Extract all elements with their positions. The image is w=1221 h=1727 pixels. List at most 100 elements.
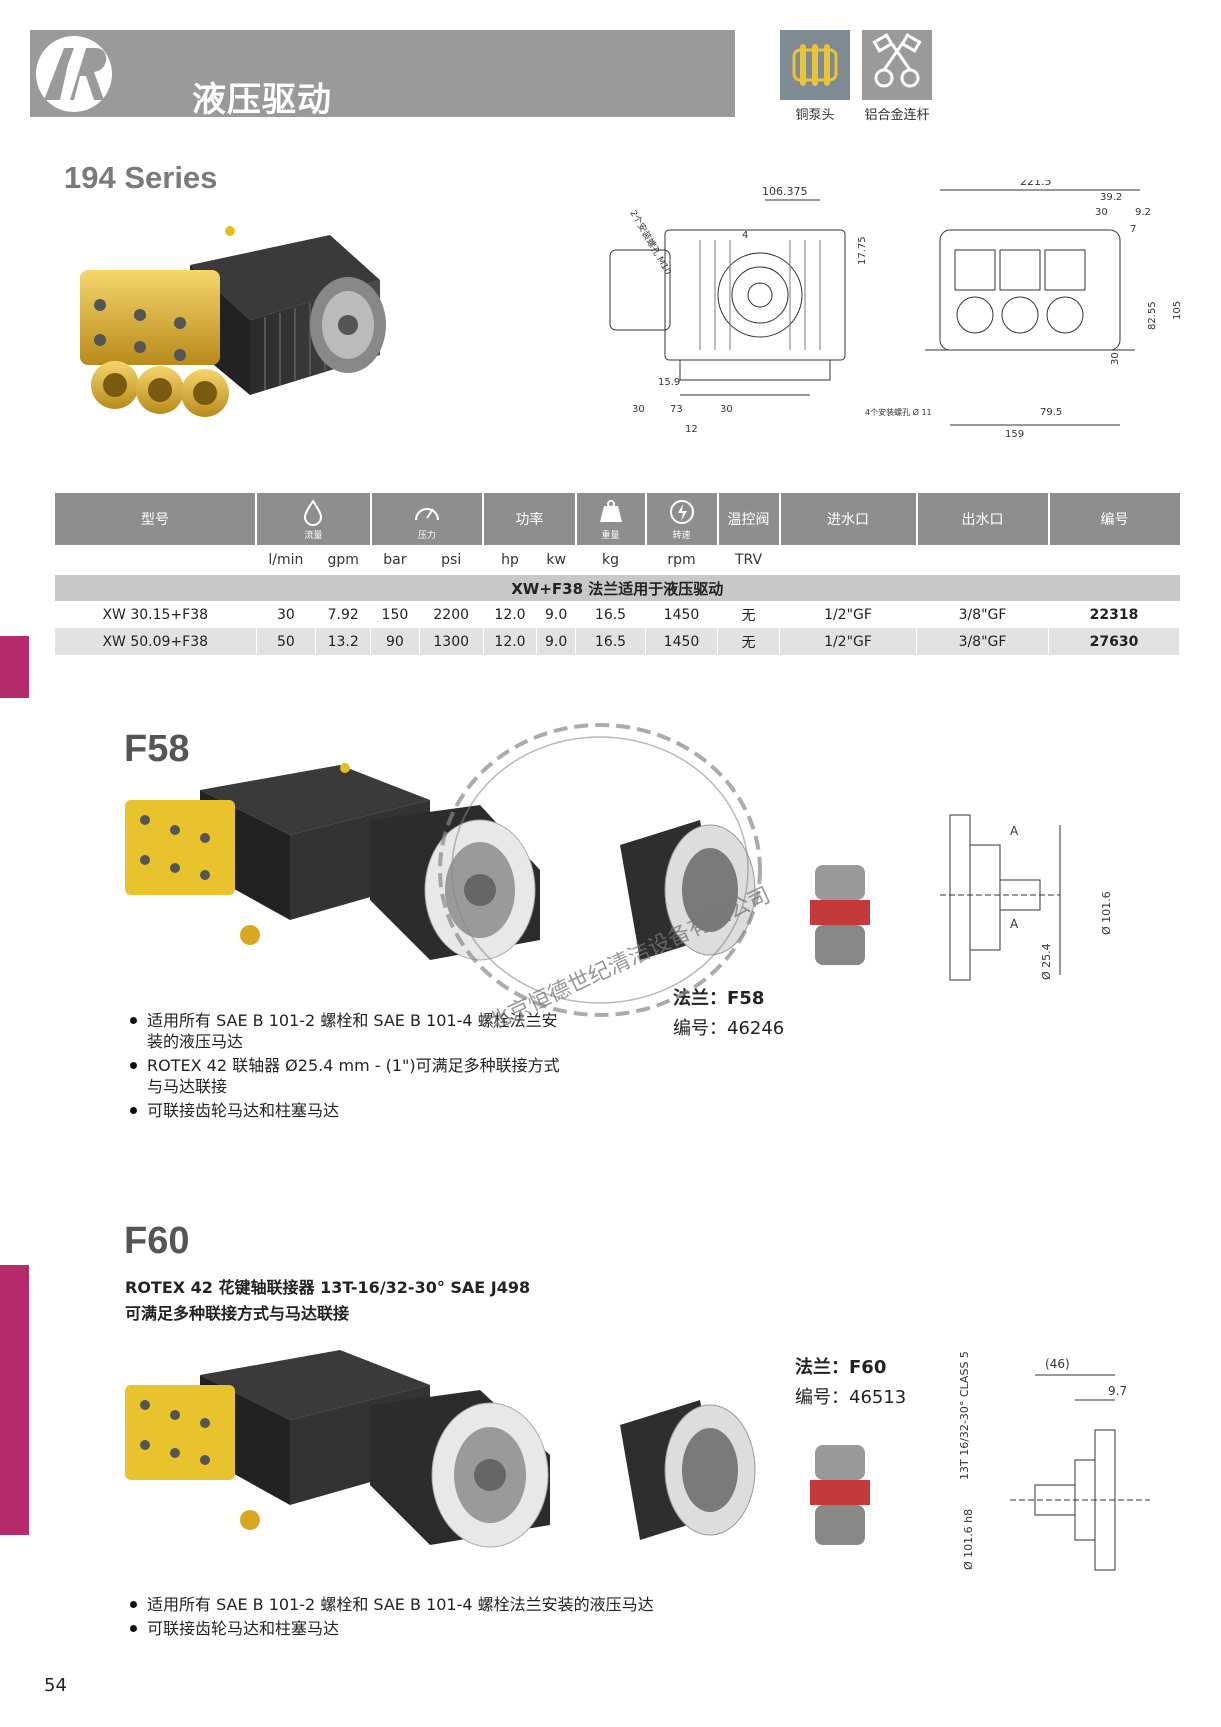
table-header-row: 型号 流量 压力 功率 重量 转速 温控阀 进水口 出水口 编号 xyxy=(55,493,1180,545)
unit: rpm xyxy=(667,552,696,568)
th-trv: 温控阀 xyxy=(717,493,781,545)
cell-hp: 12.0 xyxy=(483,601,538,628)
table-row: XW 50.09+F38 50 13.2 90 1300 12.0 9.0 16… xyxy=(55,628,1180,655)
f60-pump-photo xyxy=(120,1345,560,1575)
flange-value: F60 xyxy=(849,1357,887,1378)
feature-label-copper: 铜泵头 xyxy=(795,108,835,123)
dim-text: 17.75 xyxy=(857,236,868,265)
f60-flange-photo xyxy=(610,1395,810,1545)
table-row: XW 30.15+F38 30 7.92 150 2200 12.0 9.0 1… xyxy=(55,601,1180,628)
dim-text: 39.2 xyxy=(1100,192,1122,203)
list-item: ROTEX 42 联轴器 Ø25.4 mm - (1")可满足多种联接方式与马达… xyxy=(125,1055,565,1097)
cell-trv: 无 xyxy=(717,601,780,628)
cell-model: XW 30.15+F38 xyxy=(55,601,257,628)
f60-subtitle-line: ROTEX 42 花键轴联接器 13T-16/32-30° SAE J498 xyxy=(125,1278,531,1297)
cell-inlet: 1/2"GF xyxy=(779,601,917,628)
cell-gpm: 7.92 xyxy=(315,601,372,628)
cell-gpm: 13.2 xyxy=(315,628,372,655)
feature-label-aluminum: 铝合金连杆 xyxy=(864,108,930,123)
speed-icon xyxy=(669,499,694,524)
dim-text: 9.2 xyxy=(1135,207,1151,218)
unit: hp xyxy=(501,552,519,568)
dim-text: 15.9 xyxy=(658,377,680,388)
cell-psi: 1300 xyxy=(419,628,484,655)
dim-text: 30 xyxy=(1095,207,1108,218)
cell-outlet: 3/8"GF xyxy=(916,601,1049,628)
cell-lmin: 30 xyxy=(256,601,317,628)
th-speed-label: 转速 xyxy=(672,530,691,541)
th-weight-label: 重量 xyxy=(601,530,620,541)
f58-flange-photo xyxy=(610,815,810,965)
dim-note: 2个安装螺孔 M10 xyxy=(627,208,674,277)
f58-flange-info: 法兰：F58 编号：46246 xyxy=(673,984,784,1044)
dim-text: 79.5 xyxy=(1040,407,1062,418)
code-label: 编号： xyxy=(795,1387,849,1408)
th-pressure-label: 压力 xyxy=(417,530,436,541)
unit: gpm xyxy=(327,552,359,568)
unit: kg xyxy=(602,552,619,568)
side-tab xyxy=(0,636,29,698)
th-power: 功率 xyxy=(483,493,577,545)
group-label: XW+F38 法兰适用于液压驱动 xyxy=(55,575,1180,601)
f58-coupling-photo xyxy=(800,860,880,970)
cell-lmin: 50 xyxy=(256,628,317,655)
flange-value: F58 xyxy=(727,988,765,1009)
unit: TRV xyxy=(734,552,763,568)
dim-text: 30 xyxy=(1110,352,1121,365)
list-item: 可联接齿轮马达和柱塞马达 xyxy=(125,1618,825,1639)
th-pressure: 压力 xyxy=(370,493,485,545)
dim-text: 12 xyxy=(685,424,698,435)
cell-inlet: 1/2"GF xyxy=(779,628,917,655)
dim-text: 9.7 xyxy=(1108,1384,1127,1398)
cell-code: 27630 xyxy=(1048,628,1180,655)
dim-text: 7 xyxy=(1130,224,1136,235)
spec-table: 型号 流量 压力 功率 重量 转速 温控阀 进水口 出水口 编号 l/min g… xyxy=(55,493,1180,655)
dim-text: Ø 101.6 xyxy=(1100,891,1113,935)
th-weight: 重量 xyxy=(575,493,647,545)
dim-text: A xyxy=(1010,917,1019,931)
th-flow-label: 流量 xyxy=(304,530,323,541)
cell-psi: 2200 xyxy=(419,601,484,628)
side-tab xyxy=(0,1265,29,1535)
stamp-text: 北京恒德世纪清洁设备有限公司 xyxy=(485,883,775,1036)
dim-text: 30 xyxy=(632,404,645,415)
brand-logo xyxy=(30,30,118,117)
cell-kw: 9.0 xyxy=(536,628,576,655)
cell-bar: 90 xyxy=(370,628,420,655)
dim-text: 13T 16/32-30° CLASS 5 xyxy=(958,1351,971,1480)
cell-code: 22318 xyxy=(1048,601,1180,628)
cell-kw: 9.0 xyxy=(536,601,576,628)
unit: psi xyxy=(441,552,462,568)
f58-pump-photo xyxy=(120,760,550,990)
th-code: 编号 xyxy=(1048,493,1180,545)
copper-pump-head-icon xyxy=(780,30,850,100)
dim-text: Ø 101.6 h8 xyxy=(962,1509,975,1570)
list-item: 可联接齿轮马达和柱塞马达 xyxy=(125,1100,565,1121)
f58-dimension-drawing: A A Ø 101.6 Ø 25.4 xyxy=(940,810,1140,990)
dim-text: 82.55 xyxy=(1147,301,1158,330)
cell-trv: 无 xyxy=(717,628,780,655)
code-value: 46513 xyxy=(849,1387,907,1408)
cell-kg: 16.5 xyxy=(575,601,646,628)
th-inlet: 进水口 xyxy=(779,493,918,545)
dim-text: A xyxy=(1010,824,1019,838)
weight-icon xyxy=(599,499,622,522)
dim-text: 159 xyxy=(1005,429,1024,440)
company-stamp: 北京恒德世纪清洁设备有限公司 xyxy=(420,690,780,1050)
f60-coupling-photo xyxy=(800,1440,880,1550)
code-label: 编号： xyxy=(673,1018,727,1039)
dim-text: 73 xyxy=(670,404,683,415)
th-outlet: 出水口 xyxy=(916,493,1050,545)
cell-hp: 12.0 xyxy=(483,628,538,655)
f60-bullet-list: 适用所有 SAE B 101-2 螺栓和 SAE B 101-4 螺栓法兰安装的… xyxy=(125,1594,825,1642)
dim-text: 221.5 xyxy=(1020,180,1052,188)
dim-text: (46) xyxy=(1045,1357,1070,1371)
cell-bar: 150 xyxy=(370,601,420,628)
list-item: 适用所有 SAE B 101-2 螺栓和 SAE B 101-4 螺栓法兰安装的… xyxy=(125,1010,565,1052)
code-value: 46246 xyxy=(727,1018,785,1039)
cell-rpm: 1450 xyxy=(645,628,718,655)
header-bar xyxy=(30,30,735,117)
f58-bullet-list: 适用所有 SAE B 101-2 螺栓和 SAE B 101-4 螺栓法兰安装的… xyxy=(125,1010,565,1124)
f60-title: F60 xyxy=(124,1220,190,1262)
unit: kw xyxy=(546,552,566,568)
